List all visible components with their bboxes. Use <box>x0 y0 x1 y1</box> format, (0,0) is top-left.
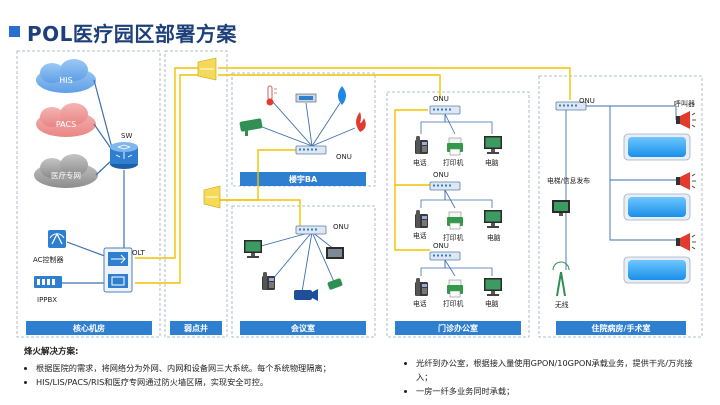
clinic-3-printer-label: 打印机 <box>443 299 464 308</box>
clinic-3-computer-label: 电脑 <box>485 299 499 308</box>
clinic-3-phone-label: 电话 <box>413 299 427 308</box>
clinic-2-phone-icon <box>415 210 428 228</box>
call-horn-2-icon <box>675 171 697 191</box>
meeting-display-icon <box>326 247 344 259</box>
onu-clinic-3-label: ONU <box>433 242 449 250</box>
wireless-label: 无线 <box>555 300 569 309</box>
ward-bed-2-icon <box>623 193 691 221</box>
page-title: POL医疗园区部署方案 <box>27 22 237 46</box>
note-right-1: 光纤到办公室，根据接入量使用GPON/10GPON承载业务，提供干兆/万兆接入； <box>416 356 704 384</box>
call-horn-3-icon <box>675 232 697 252</box>
elevator-label-1: 电梯/信息发布 <box>547 176 590 185</box>
cloud-private-net-label: 医疗专网 <box>51 170 81 180</box>
zone-core-box <box>16 50 161 338</box>
olt-device-icon <box>103 247 133 293</box>
onu-ba-label: ONU <box>336 153 352 161</box>
notes-right: 光纤到办公室，根据接入量使用GPON/10GPON承载业务，提供干兆/万兆接入；… <box>404 356 704 398</box>
clinic-1-printer-icon <box>446 137 464 156</box>
onu-clinic-3-icon <box>429 251 461 261</box>
core-switch-icon <box>110 142 138 169</box>
ac-controller-label: AC控制器 <box>33 255 64 264</box>
call-device-label: 呼叫器 <box>674 99 695 108</box>
clinic-3-phone-icon <box>415 278 428 296</box>
zone-label-shaft: 弱点井 <box>184 323 208 333</box>
cloud-private-net-icon <box>34 154 98 188</box>
clinic-1-printer-label: 打印机 <box>443 158 464 167</box>
title-marker <box>9 26 20 37</box>
note-right-2: 一房一纤多业务同时承载； <box>416 384 704 398</box>
zone-clinic-box <box>386 91 530 338</box>
zone-label-ba: 楼宇BA <box>289 174 318 184</box>
clinic-2-printer-label: 打印机 <box>443 233 464 242</box>
video-camera-icon <box>294 289 318 301</box>
thermometer-icon <box>266 85 277 106</box>
note-left-2: HIS/LIS/PACS/RIS和医疗专网通过防火墙区隔，实现安全可控。 <box>36 375 394 389</box>
zone-label-meeting: 会议室 <box>291 323 315 333</box>
clinic-row-2: ONU 电话 打印机 电脑 <box>413 171 502 242</box>
clinic-1-computer-icon <box>484 136 502 154</box>
ippbx-label: IPPBX <box>37 296 57 304</box>
ac-controller-icon <box>48 230 66 248</box>
onu-ward-label: ONU <box>579 97 595 105</box>
splitter-mid-icon <box>203 185 221 209</box>
meeting-phone-icon <box>262 272 275 290</box>
zone-meeting-box <box>231 205 376 338</box>
onu-clinic-1-icon <box>429 105 461 115</box>
clinic-3-computer-icon <box>484 278 502 296</box>
cloud-pacs-label: PACS <box>56 120 76 129</box>
clinic-1-phone-label: 电话 <box>413 158 427 167</box>
ward-bed-1-icon <box>623 133 691 161</box>
fire-icon <box>356 112 366 132</box>
clinic-2-computer-label: 电脑 <box>487 233 501 242</box>
switch-label: SW <box>121 132 132 140</box>
clinic-row-1: ONU 电话 打印机 电脑 <box>413 95 502 167</box>
onu-clinic-1-label: ONU <box>433 95 449 103</box>
onu-ba-icon <box>295 145 327 155</box>
meeting-camera-icon <box>327 278 343 290</box>
wireless-tower-icon <box>552 261 570 297</box>
ward-links <box>565 105 677 270</box>
cloud-his-icon <box>36 59 96 93</box>
zone-shaft-box <box>164 50 228 338</box>
meeting-computer-icon <box>244 240 262 258</box>
info-display-icon <box>552 200 570 216</box>
olt-label: OLT <box>132 249 145 257</box>
clinic-2-phone-label: 电话 <box>413 231 427 240</box>
cctv-camera-icon <box>239 118 263 136</box>
zone-label-clinic: 门诊办公室 <box>438 323 478 333</box>
sensor-device-icon <box>295 93 317 103</box>
notes-left: 烽火解决方案: 根据医院的需求，将网络分为外网、内网和设备网三大系统。每个系统物… <box>24 345 394 389</box>
cloud-pacs-icon <box>36 103 96 137</box>
zone-ward-box <box>538 75 703 338</box>
cloud-his-label: HIS <box>59 76 72 85</box>
onu-clinic-2-icon <box>429 181 461 191</box>
onu-meeting-icon <box>295 225 327 235</box>
clinic-row-3: ONU 电话 打印机 电脑 <box>413 242 502 308</box>
splitter-top-icon <box>197 57 217 81</box>
water-drop-icon <box>338 86 346 105</box>
notes-heading: 烽火解决方案: <box>24 347 79 357</box>
clinic-2-printer-icon <box>446 211 464 230</box>
ward-bed-3-icon <box>623 256 691 284</box>
clinic-3-printer-icon <box>446 279 464 298</box>
zone-label-core: 核心机房 <box>73 323 105 333</box>
clinic-1-computer-label: 电脑 <box>485 158 499 167</box>
clinic-2-computer-icon <box>484 210 502 228</box>
ippbx-icon <box>34 276 62 288</box>
note-left-1: 根据医院的需求，将网络分为外网、内网和设备网三大系统。每个系统物理隔离； <box>36 361 394 375</box>
zone-label-ward: 住院病房/手术室 <box>592 323 651 333</box>
call-horn-1-icon <box>675 110 697 130</box>
fiber-lines <box>135 67 571 284</box>
onu-meeting-label: ONU <box>333 223 349 231</box>
zone-labels: 核心机房 弱点井 楼宇BA 会议室 门诊办公室 住院病房/手术室 <box>26 172 686 335</box>
onu-clinic-2-label: ONU <box>433 171 449 179</box>
clinic-1-phone-icon <box>415 136 428 154</box>
